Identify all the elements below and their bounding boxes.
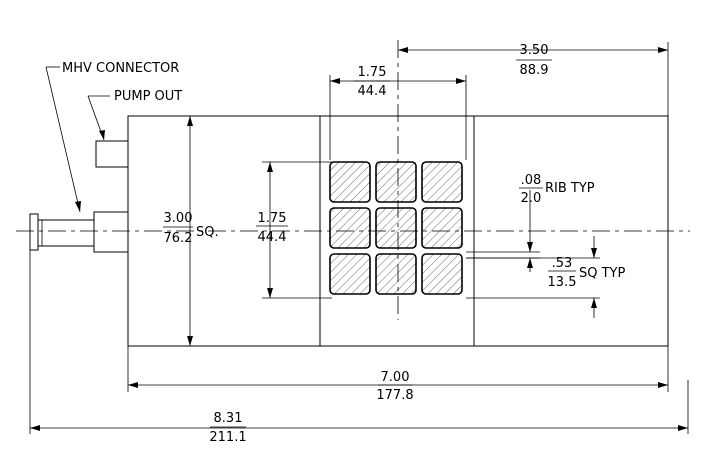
dim-total-length-in: 8.31: [214, 411, 243, 426]
cell-grid: [329, 161, 463, 295]
dim-rib-mm: 2.0: [521, 191, 542, 206]
dim-body-height-in: 3.00: [164, 211, 193, 226]
dim-cell-in: .53: [552, 256, 573, 271]
leaders: [45, 66, 110, 213]
dimension-lines: [29, 42, 689, 434]
dim-window-width-mm: 44.4: [358, 84, 387, 99]
dim-body-height-mm: 76.2: [164, 231, 193, 246]
mhv-connector-label: MHV CONNECTOR: [62, 61, 179, 76]
detector-cell: [421, 253, 463, 295]
detector-cell: [375, 161, 417, 203]
pump-out-label: PUMP OUT: [114, 89, 182, 104]
dim-rib-in: .08: [521, 173, 542, 188]
dim-cell-mm: 13.5: [548, 275, 577, 290]
detector-cell: [329, 253, 371, 295]
detector-cell: [421, 207, 463, 249]
dim-cell-suffix: SQ TYP: [579, 266, 625, 281]
dim-body-length-mm: 177.8: [376, 388, 413, 403]
dim-body-height-suffix: SQ.: [196, 225, 219, 240]
dim-rib-suffix: RIB TYP: [545, 181, 595, 196]
detector-cell: [329, 207, 371, 249]
dim-body-length-in: 7.00: [381, 370, 410, 385]
detector-cell: [375, 253, 417, 295]
detector-cell: [329, 161, 371, 203]
mhv-connector: [29, 211, 129, 253]
detector-cell: [375, 207, 417, 249]
dim-window-width-in: 1.75: [358, 65, 387, 80]
dim-overall-top-mm: 88.9: [520, 63, 549, 78]
dim-overall-top-in: 3.50: [520, 43, 549, 58]
dim-window-height-mm: 44.4: [258, 230, 287, 245]
pump-out-port: [95, 140, 129, 168]
dim-total-length-mm: 211.1: [209, 430, 246, 445]
dim-window-height-in: 1.75: [258, 211, 287, 226]
detector-cell: [421, 161, 463, 203]
